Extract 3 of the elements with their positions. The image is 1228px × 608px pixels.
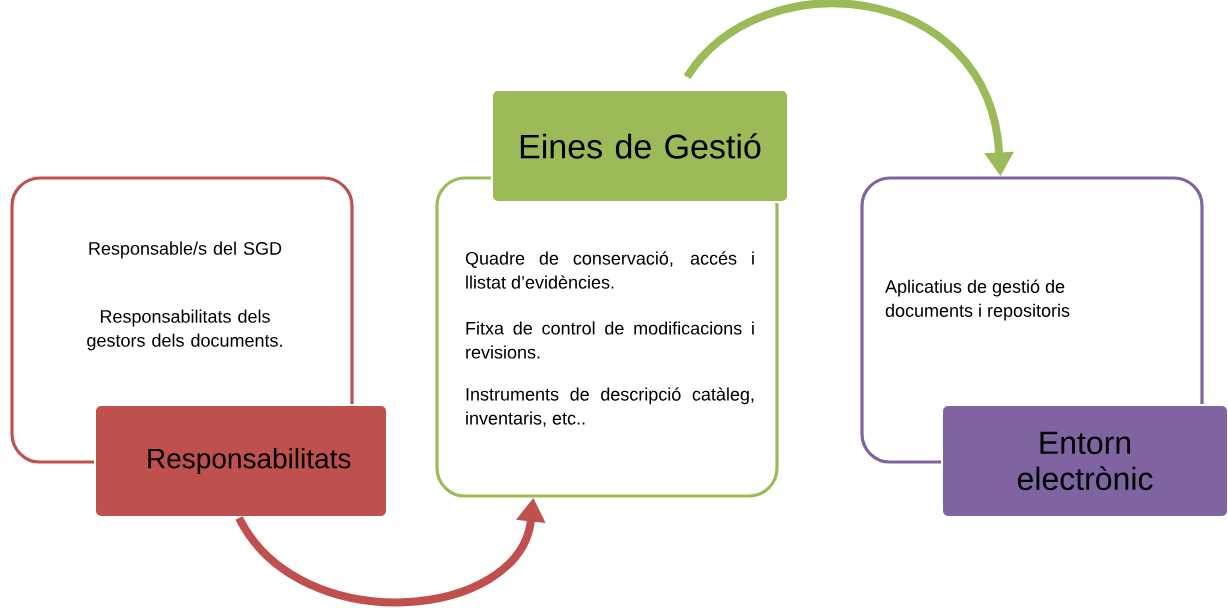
title-box: Eines de Gestió [491,89,789,203]
title-box: Responsabilitats [94,404,388,518]
title-box: Entorn electrònic [941,404,1228,518]
